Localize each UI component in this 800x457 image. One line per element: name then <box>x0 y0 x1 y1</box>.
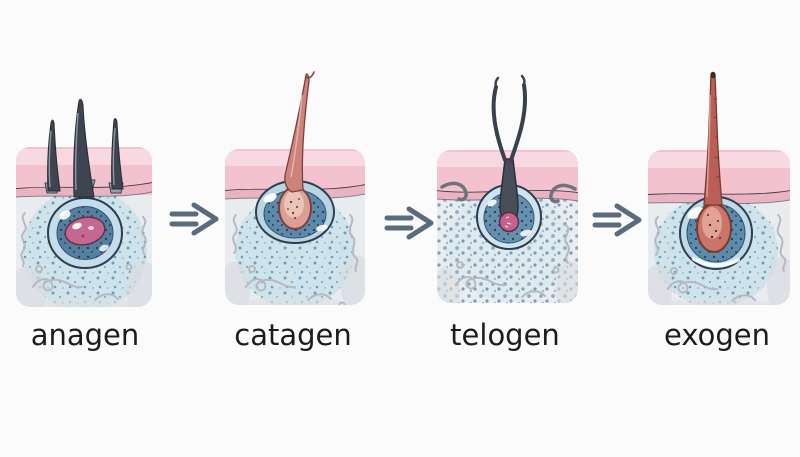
double-arrow-right-icon <box>169 202 219 236</box>
double-arrow-right-icon <box>384 206 434 240</box>
stage-label-telogen: telogen <box>450 318 560 352</box>
anagen-follicle-illustration <box>16 98 152 307</box>
stage-label-catagen: catagen <box>234 318 352 352</box>
stage-label-anagen: anagen <box>30 318 140 352</box>
double-arrow-right-icon <box>592 203 642 237</box>
telogen-follicle-illustration <box>437 74 578 303</box>
exogen-follicle-illustration <box>648 71 790 305</box>
catagen-follicle-illustration <box>225 71 365 305</box>
stage-label-exogen: exogen <box>664 318 770 352</box>
